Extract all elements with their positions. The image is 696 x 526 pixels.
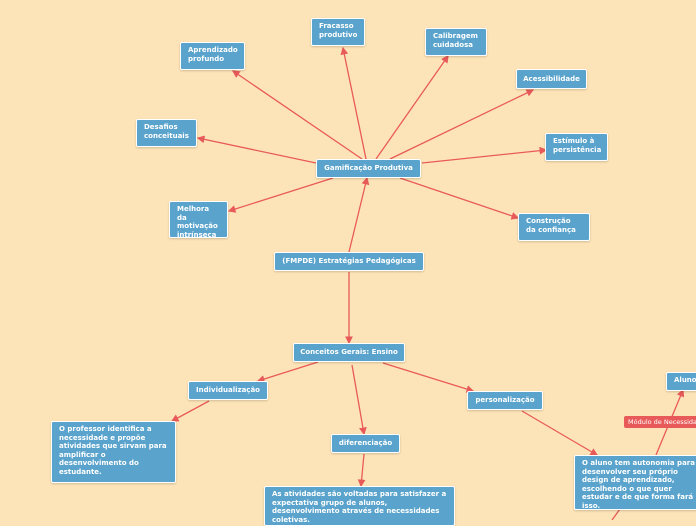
edge-gam-aprendizado	[231, 70, 363, 160]
estimulo-node[interactable]: Estímulo à persistência	[545, 133, 608, 161]
aluno-node[interactable]: Aluno	[666, 372, 696, 391]
edge-conceitos-diferenciacao	[351, 364, 367, 436]
calibragem-node[interactable]: Calibragem cuidadosa	[425, 28, 487, 56]
edge-individualizacao-desc	[170, 400, 210, 422]
confianca-node[interactable]: Construção da confiança	[518, 213, 590, 241]
acessibilidade-node[interactable]: Acessibilidade	[516, 69, 587, 89]
edge-gam-confianca	[399, 177, 520, 220]
personalizacao-description[interactable]: O aluno tem autonomia para desenvolver s…	[574, 455, 696, 510]
edge-personalizacao-desc	[521, 410, 599, 456]
desafios-node[interactable]: Desafios conceituais	[136, 119, 197, 147]
aprendizado-node[interactable]: Aprendizado profundo	[180, 42, 245, 70]
edge-conceitos-individualizacao	[256, 361, 319, 383]
individualizacao-node[interactable]: Individualização	[188, 381, 268, 400]
edge-gam-estimulo	[421, 146, 548, 164]
gamificacao-node[interactable]: Gamificação Produtiva	[316, 159, 421, 178]
motivacao-node[interactable]: Melhora da motivação intrínseca	[169, 201, 228, 239]
diferenciacao-description[interactable]: As atividades são voltadas para satisfaz…	[264, 486, 455, 526]
edge-gam-fracasso	[340, 46, 367, 160]
edge-desc-continuation	[611, 508, 621, 520]
edge-root-gamificacao	[348, 176, 370, 253]
edge-gam-calibragem	[375, 54, 449, 160]
root-node[interactable]: (FMPDE) Estratégias Pedagógicas	[274, 252, 424, 271]
necessidades-tag[interactable]: Módulo de Necessidades	[624, 416, 696, 428]
personalizacao-node[interactable]: personalização	[467, 391, 543, 410]
conceitos-node[interactable]: Conceitos Gerais: Ensino	[293, 343, 405, 362]
individualizacao-description[interactable]: O professor identifica a necessidade e p…	[51, 421, 176, 483]
edge-gam-desafios	[196, 135, 317, 164]
edge-conceitos-personalizacao	[382, 362, 475, 393]
edge-gam-acessibilidade	[389, 89, 535, 160]
fracasso-node[interactable]: Fracasso produtivo	[311, 18, 365, 46]
edge-gam-motivacao	[227, 177, 334, 213]
diferenciacao-node[interactable]: diferenciação	[331, 434, 400, 453]
edge-diferenciacao-desc	[357, 453, 366, 488]
